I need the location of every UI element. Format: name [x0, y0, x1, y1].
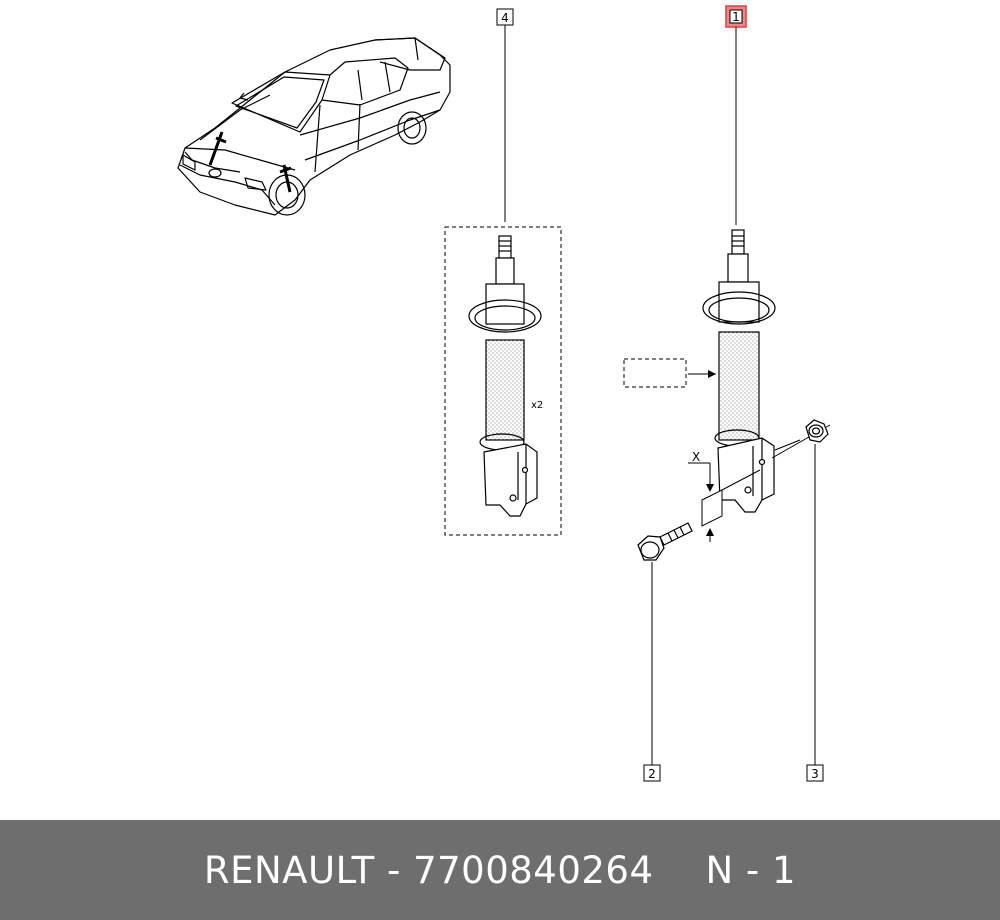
- callout-part-3[interactable]: 3: [806, 444, 824, 782]
- bolt-icon: [637, 522, 693, 561]
- callout-4-label: 4: [501, 11, 509, 25]
- brand-name: RENAULT: [203, 848, 375, 892]
- quantity-label: x2: [531, 400, 543, 411]
- callout-part-2[interactable]: 2: [643, 562, 661, 782]
- dimension-mark: X: [688, 424, 831, 542]
- part-number: 7700840264: [413, 848, 654, 892]
- nut-icon: [805, 419, 829, 443]
- dimension-label: X: [692, 450, 700, 464]
- strut-icon: [468, 235, 542, 517]
- reference-box: [623, 358, 687, 388]
- parts-diagram: 4 x2 1: [177, 5, 831, 782]
- callout-1-label: 1: [732, 10, 740, 24]
- arrow-right-icon: [688, 370, 716, 378]
- footer-bar: RENAULT - 7700840264 N - 1: [0, 820, 1000, 920]
- callout-2-label: 2: [648, 767, 656, 781]
- callout-part-1[interactable]: 1: [725, 5, 747, 225]
- footer-separator: -: [374, 848, 414, 892]
- callout-part-4[interactable]: 4: [496, 8, 514, 222]
- callout-3-label: 3: [811, 767, 819, 781]
- assembly-kit-box: [444, 226, 562, 536]
- car-outline-icon: [177, 37, 451, 216]
- footer-note: N - 1: [705, 848, 797, 892]
- shock-absorber-strut: [702, 229, 776, 513]
